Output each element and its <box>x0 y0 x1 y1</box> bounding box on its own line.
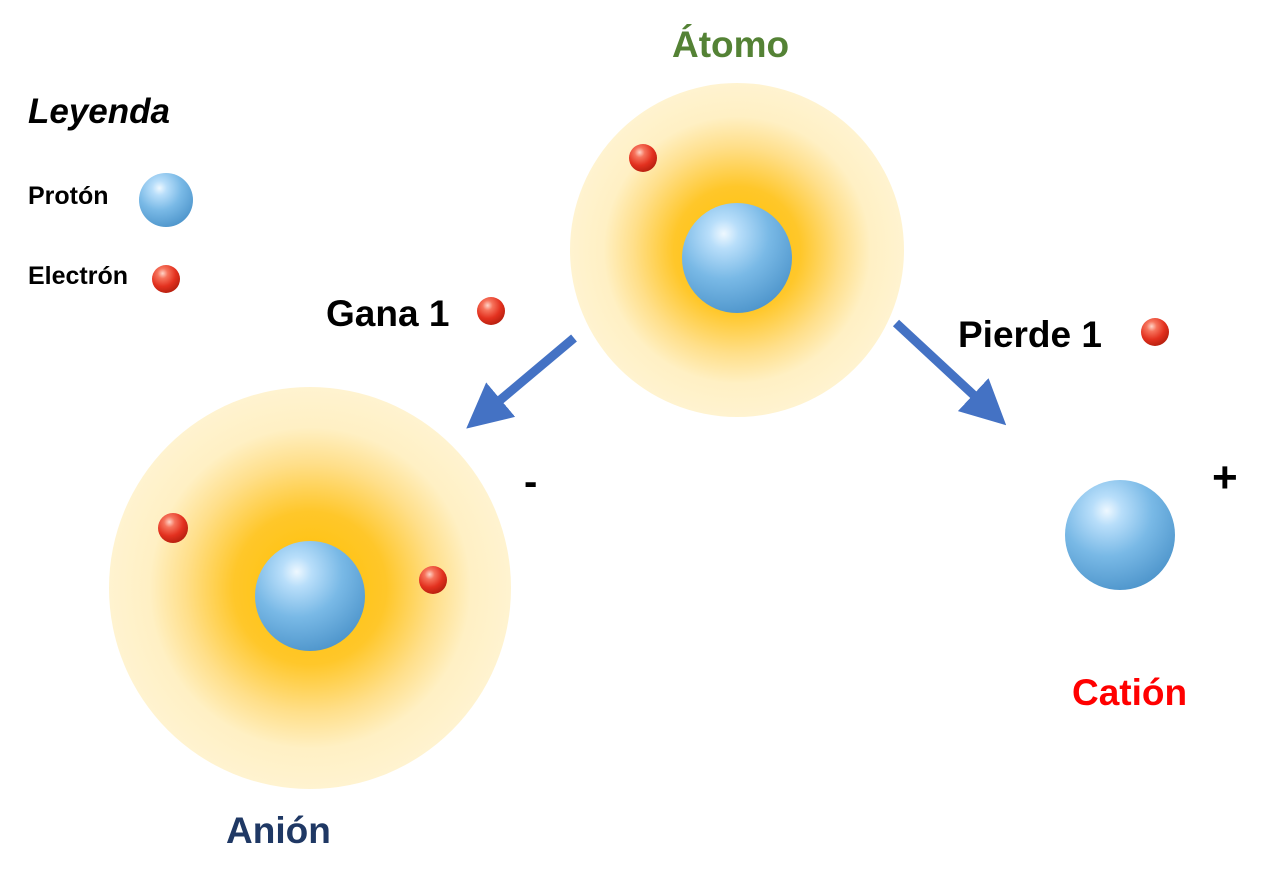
cation-proton-icon <box>1065 480 1175 590</box>
anion <box>109 387 511 789</box>
gain-arrow <box>466 334 577 429</box>
lose-arrow <box>892 319 1007 426</box>
cation-charge-sign: + <box>1212 453 1238 502</box>
legend-electron-label: Electrón <box>28 262 129 290</box>
lose-electron-icon <box>1141 318 1169 346</box>
lose-label: Pierde 1 <box>958 314 1102 355</box>
legend-electron-icon <box>152 265 180 293</box>
cation-title: Catión <box>1072 672 1188 713</box>
legend-proton-label: Protón <box>28 182 109 210</box>
legend-proton-icon <box>139 173 193 227</box>
anion-title: Anión <box>226 810 331 851</box>
neutral-atom <box>570 83 904 417</box>
gain-electron-icon <box>477 297 505 325</box>
anion-electron-icon <box>419 566 447 594</box>
atom-title: Átomo <box>672 24 790 65</box>
atom-electron-icon <box>629 144 657 172</box>
legend-title: Leyenda <box>28 92 170 131</box>
gain-label: Gana 1 <box>326 293 450 334</box>
atom-proton-icon <box>682 203 792 313</box>
anion-proton-icon <box>255 541 365 651</box>
anion-electron-icon <box>158 513 188 543</box>
anion-charge-sign: - <box>524 460 538 504</box>
